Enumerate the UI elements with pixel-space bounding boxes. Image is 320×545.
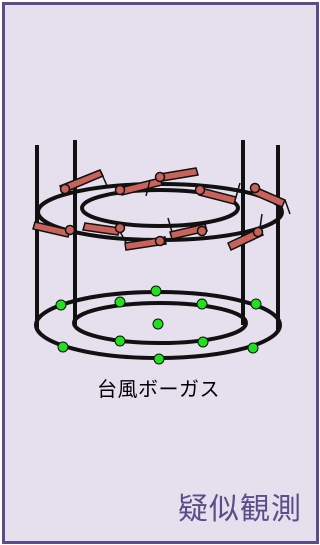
surface-point	[153, 319, 163, 329]
observation-point	[254, 228, 263, 237]
surface-point	[154, 354, 164, 364]
diagram-caption: 台風ボーガス	[0, 373, 317, 402]
surface-point	[115, 336, 125, 346]
corner-label: 疑似観測	[178, 484, 302, 528]
observation-point	[198, 227, 207, 236]
observation-point	[251, 184, 260, 193]
surface-point	[248, 343, 258, 353]
observation-point	[61, 185, 70, 194]
observation-point	[116, 224, 125, 233]
observation-point	[66, 226, 75, 235]
wind-barb	[160, 168, 198, 181]
surface-point	[151, 286, 161, 296]
surface-point	[197, 299, 207, 309]
observation-point	[116, 186, 125, 195]
surface-point	[198, 337, 208, 347]
surface-point	[251, 299, 261, 309]
observation-point	[156, 173, 165, 182]
surface-point	[58, 342, 68, 352]
observation-point	[196, 186, 205, 195]
surface-point	[115, 297, 125, 307]
observation-point	[156, 237, 165, 246]
surface-point	[56, 300, 66, 310]
